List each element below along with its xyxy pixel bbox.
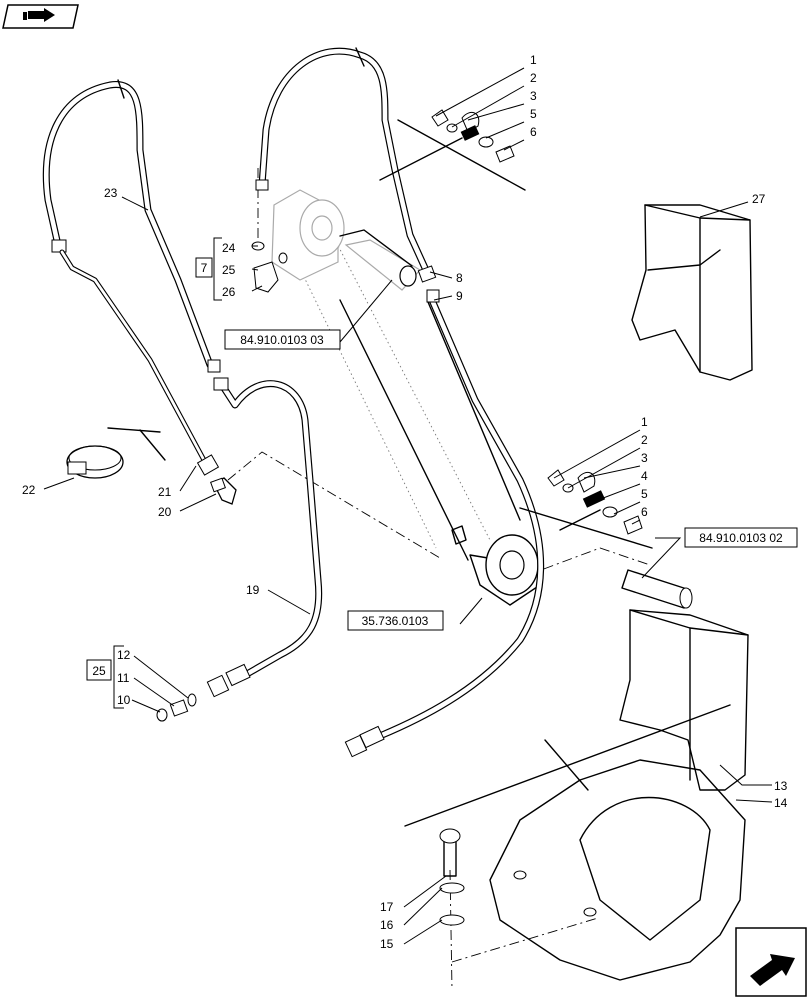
fitting-kit-25[interactable] (156, 693, 197, 722)
callout-22: 22 (22, 483, 36, 497)
callout-14: 14 (774, 796, 788, 810)
callout-16: 16 (380, 918, 394, 932)
callout-26: 26 (222, 285, 236, 299)
kit-box-7[interactable]: 7 (195, 257, 213, 278)
kit-box-25[interactable]: 25 (86, 659, 112, 681)
callout-20: 20 (158, 505, 172, 519)
callout-15: 15 (380, 937, 394, 951)
ref-text-2: 84.910.0103 02 (699, 531, 783, 545)
kit-label-7: 7 (201, 261, 208, 275)
callout-17: 17 (380, 900, 394, 914)
callout-5b: 5 (641, 487, 648, 501)
callout-12: 12 (117, 648, 131, 662)
ref-text-1: 84.910.0103 03 (240, 333, 324, 347)
callout-6b: 6 (641, 505, 648, 519)
ref-box-cylinder-upper[interactable]: 84.910.0103 03 (224, 329, 341, 350)
guard-27[interactable] (631, 204, 753, 381)
pipe-23[interactable] (42, 79, 221, 373)
callout-19: 19 (246, 583, 260, 597)
book-arrow-icon[interactable] (2, 4, 79, 29)
bolt-kit[interactable] (439, 828, 465, 926)
callout-24: 24 (222, 241, 236, 255)
callout-2: 2 (530, 71, 537, 85)
bracket-kit25 (113, 645, 124, 709)
callout-3: 3 (530, 89, 537, 103)
ref-box-cylinder[interactable]: 35.736.0103 (347, 610, 444, 631)
hydraulic-cylinder[interactable] (271, 189, 541, 606)
callout-6: 6 (530, 125, 537, 139)
callout-8: 8 (456, 271, 463, 285)
hose-19[interactable] (206, 377, 323, 698)
callout-23: 23 (104, 186, 118, 200)
callout-27: 27 (752, 192, 766, 206)
ref-box-lower-right[interactable]: 84.910.0103 02 (684, 527, 798, 548)
cover-14[interactable] (489, 759, 746, 981)
hose-9[interactable] (344, 289, 545, 758)
navigation-arrow-icon[interactable] (735, 927, 807, 997)
hose-clamp[interactable] (66, 445, 124, 479)
clamp-set-upper[interactable] (431, 109, 515, 163)
pipe-21[interactable] (59, 249, 220, 476)
callout-2b: 2 (641, 433, 648, 447)
callout-4b: 4 (641, 469, 648, 483)
callout-25: 25 (222, 263, 236, 277)
ref-text-3: 35.736.0103 (362, 614, 429, 628)
hose-8[interactable] (255, 47, 437, 283)
clamp-set-lower[interactable] (547, 469, 643, 535)
callout-1: 1 (530, 53, 537, 67)
callout-3b: 3 (641, 451, 648, 465)
callout-1b: 1 (641, 415, 648, 429)
guard-13[interactable] (619, 609, 749, 791)
section-marks (107, 119, 731, 827)
elbow-fitting[interactable] (210, 477, 237, 505)
callout-21: 21 (158, 485, 172, 499)
callout-11: 11 (117, 671, 130, 685)
kit-label-25: 25 (92, 664, 106, 678)
fitting-kit-7[interactable] (251, 241, 288, 293)
bracket-kit7 (213, 237, 222, 301)
callout-10: 10 (117, 693, 131, 707)
sleeve[interactable] (621, 569, 693, 609)
callout-9: 9 (456, 289, 463, 303)
callout-labels: 1 2 3 5 6 27 23 24 25 26 8 9 1 2 3 4 5 6… (22, 53, 788, 951)
callout-13: 13 (774, 779, 788, 793)
leader-lines (43, 67, 773, 945)
callout-5: 5 (530, 107, 537, 121)
